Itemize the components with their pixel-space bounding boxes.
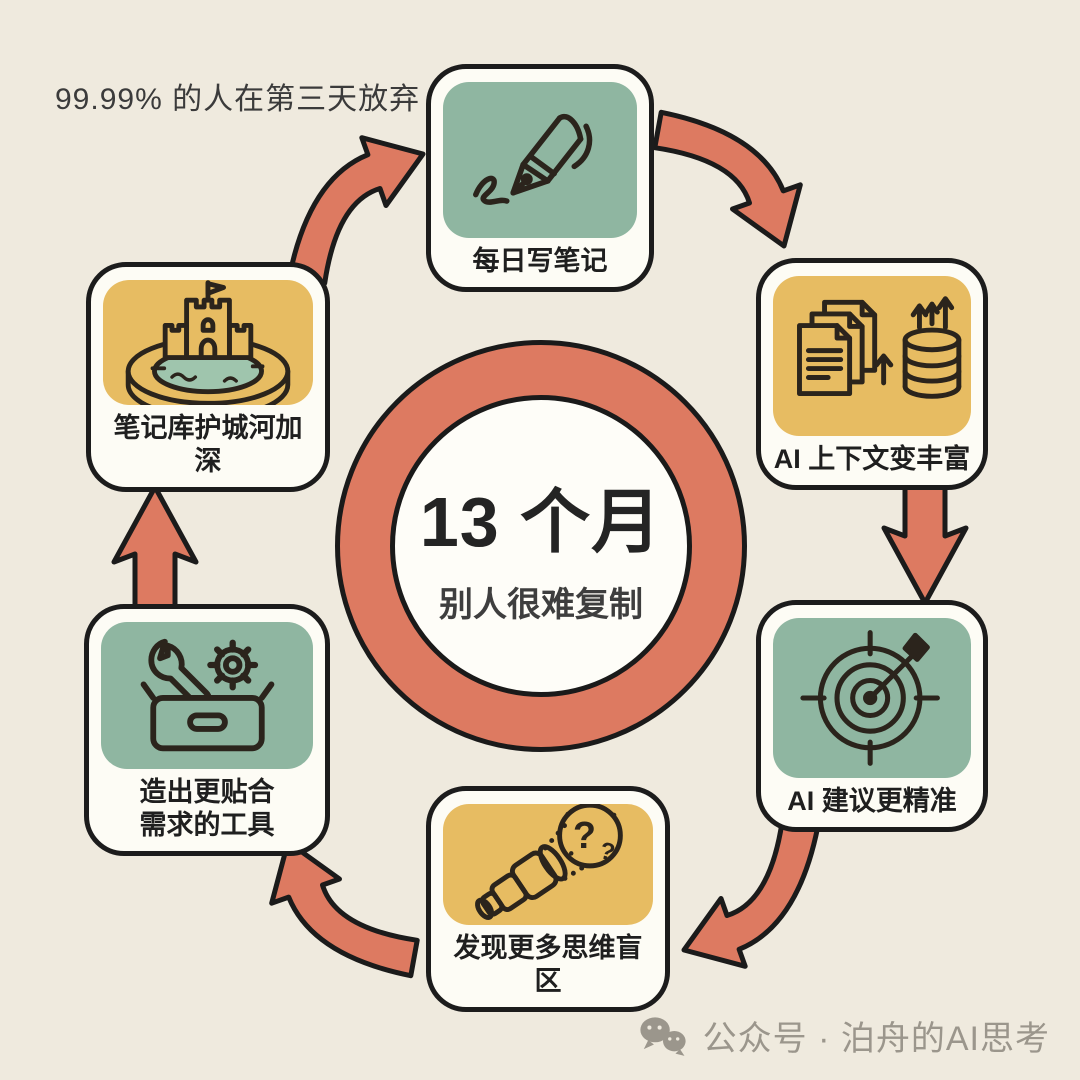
fountain-pen-icon <box>472 114 592 205</box>
ai-context-tile <box>773 276 971 437</box>
cycle-node-blind-spots: ? ? 发现更多思维盲区 <box>426 786 670 1012</box>
watermark-text: 公众号 · 泊舟的AI思考 <box>702 1020 1050 1058</box>
ai-precision-tile <box>773 618 971 779</box>
wechat-icon <box>640 1017 686 1056</box>
tagline-text: 99.99% 的人在第三天放弃 <box>55 83 421 116</box>
blind-spots-label: 发现更多思维盲区 <box>453 933 643 997</box>
documents-database-icon <box>797 296 962 399</box>
center-ring: 13 个月 别人很难复制 <box>335 340 747 752</box>
toolbox-icon <box>140 638 274 751</box>
center-title: 13 个月 <box>419 483 663 561</box>
cycle-arrow-context-to-precision <box>881 479 969 606</box>
cycle-arrow-precision-to-blindspots <box>681 818 821 969</box>
center-badge: 13 个月 别人很难复制 <box>390 395 692 697</box>
ai-context-label: AI 上下文变丰富 <box>773 444 971 475</box>
cycle-arrow-castle-to-notes <box>286 135 426 286</box>
ai-precision-label: AI 建议更精准 <box>787 786 957 817</box>
cycle-node-daily-notes: 每日写笔记 <box>426 64 654 292</box>
telescope-question-icon: ? ? <box>475 804 623 920</box>
svg-text:?: ? <box>573 814 596 856</box>
cycle-node-notes-moat: 笔记库护城河加深 <box>86 262 330 492</box>
cycle-node-ai-context: AI 上下文变丰富 <box>756 258 988 490</box>
castle-moat-icon <box>125 280 291 406</box>
daily-notes-tile <box>443 82 637 239</box>
custom-tools-tile <box>101 622 313 770</box>
target-dart-icon <box>800 630 940 766</box>
cycle-arrow-notes-to-context <box>652 109 803 249</box>
svg-text:?: ? <box>597 837 618 867</box>
watermark: 公众号 · 泊舟的AI思考 <box>637 1011 1050 1060</box>
notes-moat-label: 笔记库护城河加深 <box>113 413 303 477</box>
cycle-node-ai-precision: AI 建议更精准 <box>756 600 988 832</box>
cycle-node-custom-tools: 造出更贴合 需求的工具 <box>84 604 330 856</box>
custom-tools-label: 造出更贴合 需求的工具 <box>139 777 275 841</box>
blind-spots-tile: ? ? <box>443 804 653 926</box>
center-subtitle: 别人很难复制 <box>439 586 643 624</box>
notes-moat-tile <box>103 280 313 406</box>
cycle-arrow-tools-to-castle <box>111 484 199 611</box>
daily-notes-label: 每日写笔记 <box>472 246 608 277</box>
